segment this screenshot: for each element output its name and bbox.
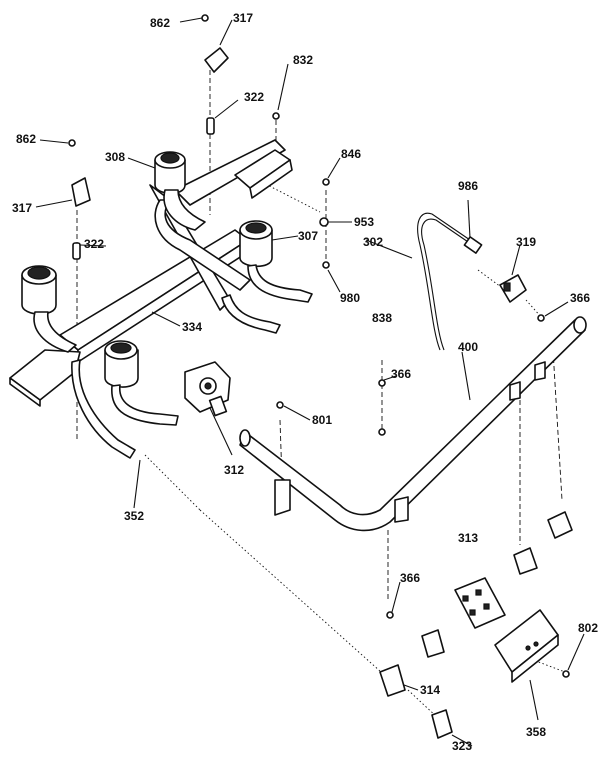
- callout-862-left: 862: [16, 132, 36, 146]
- callout-labels: 862 317 832 322 862 308 846 986 317 953 …: [12, 11, 598, 753]
- callout-366-low: 366: [400, 571, 420, 585]
- callout-366-right: 366: [570, 291, 590, 305]
- burner-left: [21, 265, 77, 353]
- callout-302: 302: [363, 235, 383, 249]
- callout-leaders: [35, 17, 585, 747]
- callout-801: 801: [312, 413, 332, 427]
- callout-313: 313: [458, 531, 478, 545]
- orifice-319: [499, 274, 527, 303]
- callout-319: 319: [516, 235, 536, 249]
- callout-307: 307: [298, 229, 318, 243]
- callout-334: 334: [182, 320, 202, 334]
- callout-400: 400: [458, 340, 478, 354]
- clips-and-screws: [68, 14, 570, 678]
- callout-953: 953: [354, 215, 374, 229]
- callout-358: 358: [526, 725, 546, 739]
- callout-838: 838: [372, 311, 392, 325]
- callout-323: 323: [452, 739, 472, 753]
- burner-307: [221, 220, 313, 334]
- valve-312: [184, 361, 231, 417]
- callout-308: 308: [105, 150, 125, 164]
- callout-986: 986: [458, 179, 478, 193]
- callout-322-left: 322: [84, 237, 104, 251]
- callout-317-left: 317: [12, 201, 32, 215]
- callout-314: 314: [420, 683, 440, 697]
- burner-308: [154, 151, 206, 231]
- burner-manifold-334: [9, 139, 293, 407]
- manifold-pipe-400: [239, 316, 587, 532]
- callout-317-top: 317: [233, 11, 253, 25]
- bracket-358: [494, 609, 559, 683]
- callout-846: 846: [341, 147, 361, 161]
- callout-832: 832: [293, 53, 313, 67]
- switch-313: [454, 577, 506, 629]
- callout-352: 352: [124, 509, 144, 523]
- thermocouple-302: [417, 212, 483, 351]
- burner-front: [71, 340, 179, 459]
- callout-366-mid: 366: [391, 367, 411, 381]
- callout-312: 312: [224, 463, 244, 477]
- small-valves: [379, 511, 573, 739]
- callout-802: 802: [578, 621, 598, 635]
- callout-862-top: 862: [150, 16, 170, 30]
- callout-980: 980: [340, 291, 360, 305]
- callout-322-top: 322: [244, 90, 264, 104]
